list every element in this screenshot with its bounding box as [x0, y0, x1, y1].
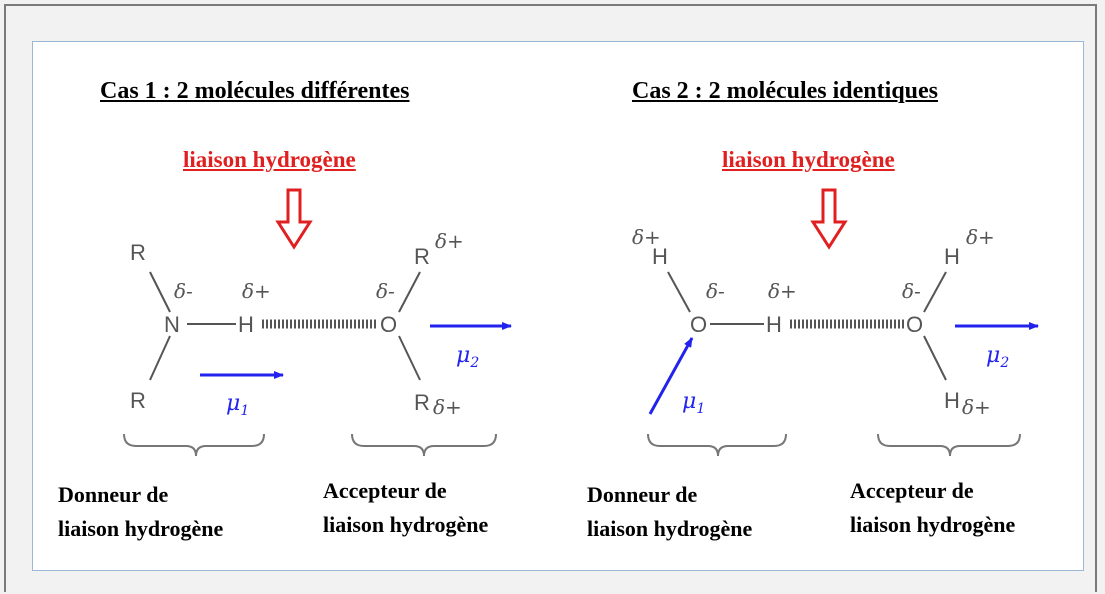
case2-atom-h-top-right: H: [944, 244, 960, 269]
case2-acceptor-brace: [877, 433, 1021, 457]
case2-down-arrow-icon: [810, 188, 848, 250]
case1-charge-h: δ+: [242, 279, 271, 303]
case2-title: Cas 2 : 2 molécules identiques: [632, 78, 938, 104]
case2-charge-h-top-left: δ+: [632, 225, 661, 249]
case2-charge-o-right: δ-: [902, 279, 921, 303]
case1-bond-label: liaison hydrogène: [183, 147, 356, 172]
case1-charge-n: δ-: [174, 279, 193, 303]
case1-down-arrow-icon: [275, 188, 313, 250]
diagram-panel: [32, 41, 1084, 571]
case2-charge-h-mid: δ+: [768, 279, 797, 303]
case1-atom-r-bottom-left: R: [130, 388, 146, 413]
case1-charge-r-top-right: δ+: [435, 229, 464, 253]
case2-mu2: μ2: [986, 343, 1009, 371]
case1-title: Cas 1 : 2 molécules différentes: [100, 78, 410, 104]
case2-charge-h-top-right: δ+: [966, 225, 995, 249]
case2-charge-h-bottom-right: δ+: [962, 395, 991, 419]
case1-atom-n: N: [164, 312, 180, 337]
case2-atom-o-left: O: [690, 312, 707, 337]
case1-charge-r-bottom-right: δ+: [433, 395, 462, 419]
case1-acceptor-brace: [351, 433, 497, 457]
case2-mu1: μ1: [682, 389, 705, 417]
case1-mu1: μ1: [226, 391, 249, 419]
case1-charge-o: δ-: [376, 279, 395, 303]
case1-atom-o: O: [380, 312, 397, 337]
case2-bond-label: liaison hydrogène: [722, 147, 895, 172]
case1-atom-r-bottom-right: R: [414, 390, 430, 415]
case2-donor-brace: [647, 433, 787, 457]
case2-atom-h-mid: H: [766, 312, 782, 337]
case2-dipole1-arrow-icon: [648, 337, 694, 415]
case2-charge-o-left: δ-: [706, 279, 725, 303]
case2-atom-o-right: O: [906, 312, 923, 337]
case1-mu2: μ2: [456, 343, 479, 371]
case2-atom-h-bottom-right: H: [944, 388, 960, 413]
case1-atom-r-top-right: R: [414, 244, 430, 269]
case1-atom-h: H: [238, 312, 254, 337]
case1-atom-r-top-left: R: [130, 240, 146, 265]
case1-donor-brace: [123, 433, 265, 457]
case2-atom-h-top-left: H: [652, 244, 668, 269]
